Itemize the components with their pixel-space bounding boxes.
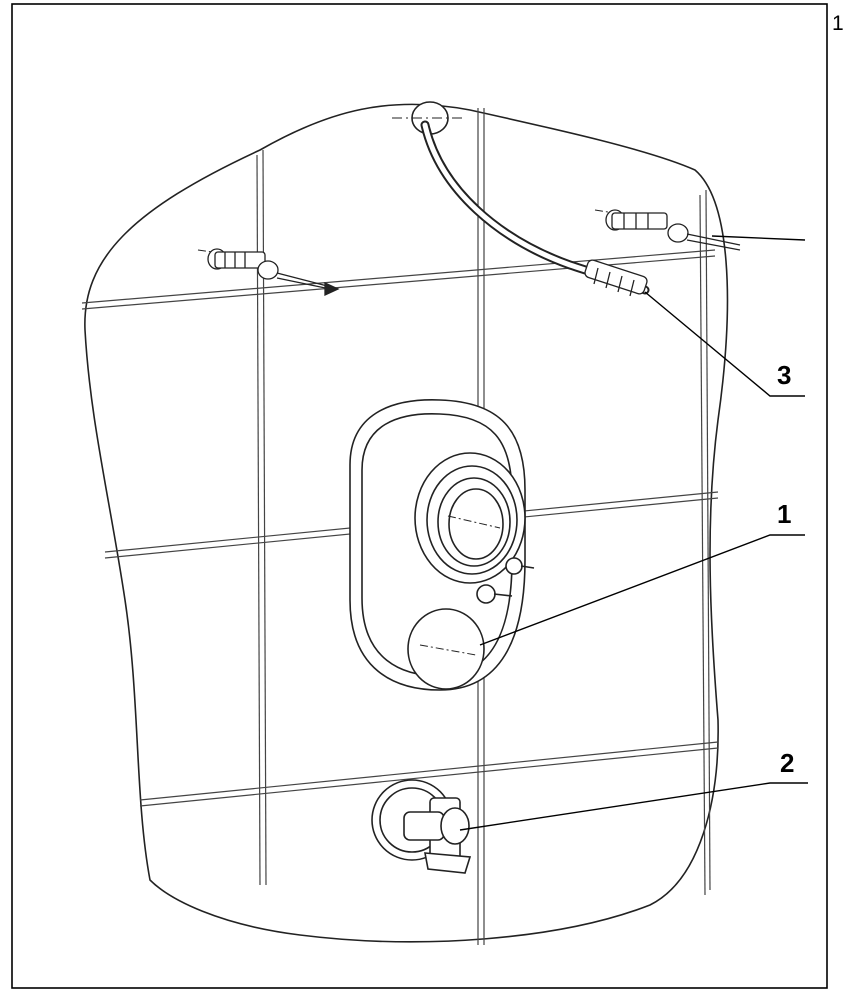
callout-leaders — [459, 235, 808, 831]
left-wall-anchor — [197, 248, 340, 297]
wall-cutout-outline — [84, 103, 729, 943]
right-wall-anchor — [594, 209, 741, 251]
hose-end-fitting — [584, 259, 648, 297]
callout-label-3: 3 — [777, 360, 792, 390]
callout-label-1: 1 — [777, 499, 792, 529]
shutoff-valve — [371, 779, 472, 874]
callout-label-2: 2 — [780, 748, 795, 778]
drain-housing — [349, 399, 535, 691]
page-frame — [11, 3, 828, 989]
page-number: 1 — [832, 12, 844, 35]
